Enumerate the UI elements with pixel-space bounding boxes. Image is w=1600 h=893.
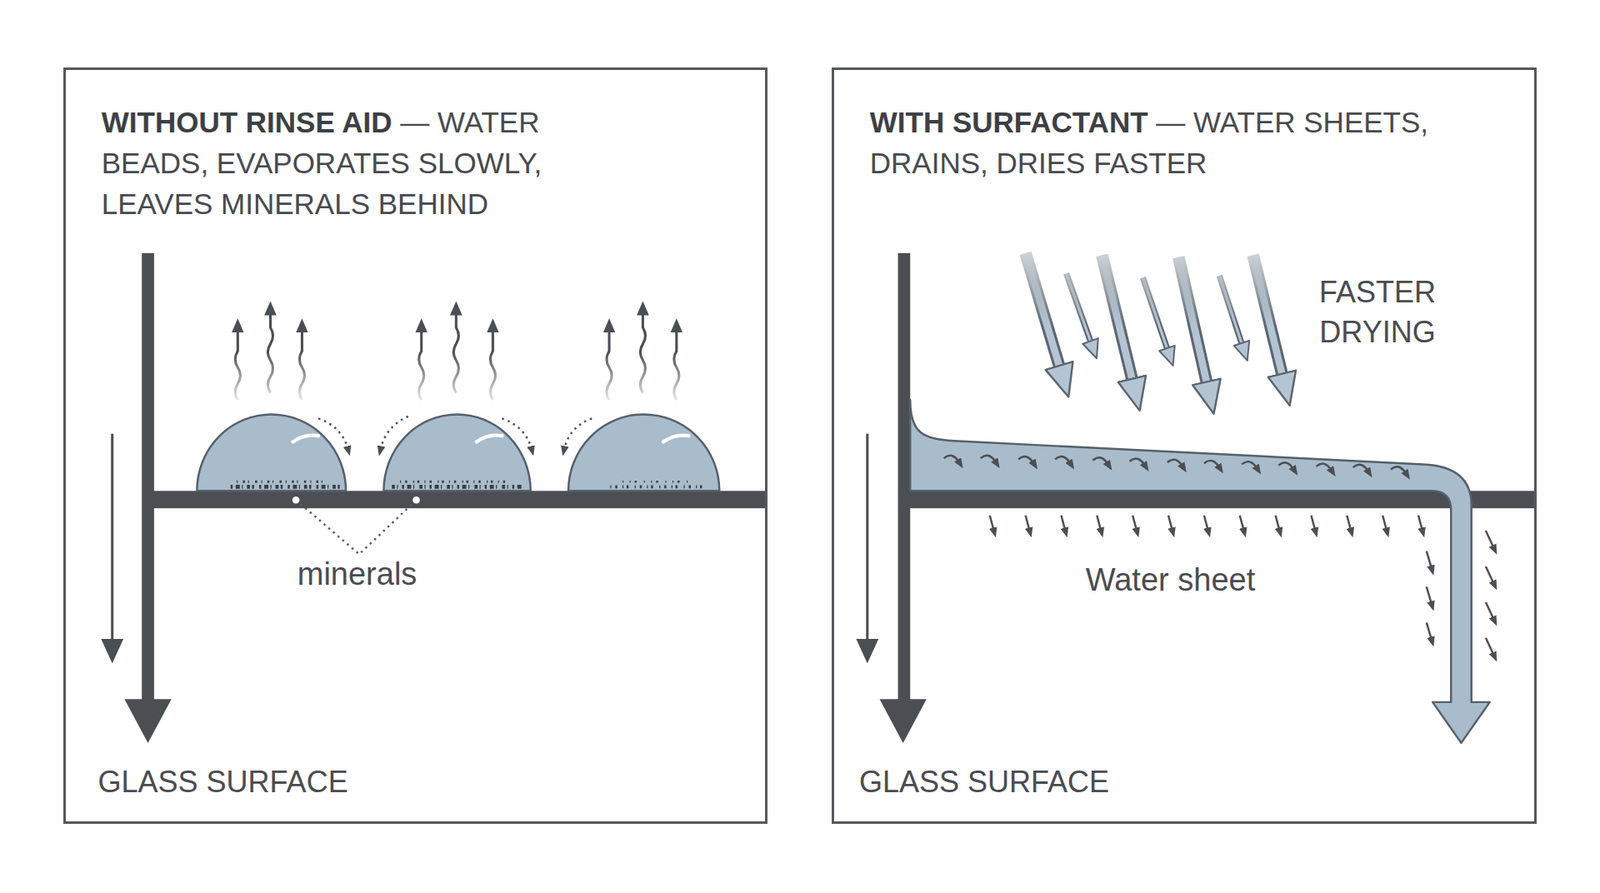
evaporation-arrow xyxy=(490,328,495,400)
panel-heading-block: WITH SURFACTANT— WATER SHEETS, DRAINS, D… xyxy=(870,101,1531,184)
water-bead xyxy=(568,414,720,491)
mineral-deposit xyxy=(622,480,695,483)
leader-dot xyxy=(412,496,420,505)
drying-arrow-outline xyxy=(1178,257,1209,390)
surface-label: GLASS SURFACE xyxy=(859,762,1110,803)
evaporation-arrow xyxy=(453,311,459,394)
glass-surface-bar xyxy=(148,490,768,509)
drying-arrow xyxy=(1178,257,1209,390)
drain-arrow xyxy=(1204,515,1209,531)
drain-arrow xyxy=(1485,638,1495,656)
residue-arrow xyxy=(318,418,349,450)
drain-arrow xyxy=(1426,551,1432,570)
mineral-deposit xyxy=(400,480,510,484)
annotation-label: FASTER DRYING xyxy=(1300,272,1455,353)
evaporation-arrow xyxy=(267,311,273,394)
drain-arrow xyxy=(1132,515,1137,531)
drying-arrow xyxy=(1253,255,1285,381)
drying-arrow xyxy=(1066,273,1093,345)
evaporation-arrow xyxy=(640,311,645,394)
panel-heading-block: WITHOUT RINSE AID— WATER BEADS, EVAPORAT… xyxy=(101,101,638,225)
evaporation-arrow xyxy=(235,328,240,400)
residue-arrow xyxy=(564,418,592,450)
gravity-arrow xyxy=(865,434,869,644)
annotation-label: minerals xyxy=(297,555,418,594)
flow-arrow xyxy=(1092,457,1108,465)
drain-arrow xyxy=(1275,515,1280,531)
drain-arrow xyxy=(1025,515,1030,531)
drain-arrow xyxy=(1310,515,1315,531)
drain-arrow xyxy=(1096,515,1101,531)
comparison-panel: WITHOUT RINSE AID— WATER BEADS, EVAPORAT… xyxy=(63,67,768,825)
glass-wall xyxy=(898,253,911,705)
flow-arrow xyxy=(1204,460,1220,468)
flow-arrow xyxy=(1130,458,1145,465)
drying-arrow xyxy=(1142,277,1169,352)
flow-arrow xyxy=(1018,456,1034,464)
drain-arrow xyxy=(1168,515,1173,531)
drying-arrow-outline xyxy=(1142,277,1169,352)
drain-arrow xyxy=(990,515,995,531)
drain-arrow xyxy=(1346,515,1351,531)
evaporation-arrow xyxy=(419,328,425,400)
flow-arrow xyxy=(980,455,996,463)
drying-arrow xyxy=(1025,253,1062,373)
mineral-deposit xyxy=(610,485,705,490)
drying-arrow-outline xyxy=(1219,275,1243,348)
mineral-deposit xyxy=(230,485,341,490)
gravity-arrow xyxy=(110,434,114,644)
annotation-label: Water sheet xyxy=(1085,560,1255,600)
drain-arrow xyxy=(1382,515,1387,531)
comparison-panel: WITH SURFACTANT— WATER SHEETS, DRAINS, D… xyxy=(831,67,1537,825)
surface-label: GLASS SURFACE xyxy=(98,762,349,803)
flow-arrow xyxy=(1278,462,1294,470)
bead-highlight xyxy=(663,435,690,443)
flow-arrow xyxy=(1316,464,1332,471)
drying-arrow-outline xyxy=(1066,273,1093,345)
glass-wall-arrowhead xyxy=(124,699,171,744)
leader-line xyxy=(295,500,416,555)
mineral-deposit xyxy=(391,485,523,490)
flow-arrows xyxy=(944,455,1495,656)
drying-arrow-outline xyxy=(1101,255,1134,386)
drying-arrow xyxy=(1101,255,1134,386)
bead-highlight xyxy=(292,435,319,443)
drying-arrow-outline xyxy=(1025,253,1062,373)
evaporation-arrow xyxy=(299,328,305,400)
drain-arrow xyxy=(1418,515,1423,531)
drain-arrow xyxy=(1426,622,1432,640)
drain-arrow xyxy=(1485,566,1495,585)
residue-arrow xyxy=(380,416,409,450)
drain-arrow xyxy=(1485,602,1495,620)
drain-arrow xyxy=(1426,586,1432,605)
flow-arrow xyxy=(1055,456,1070,464)
water-bead xyxy=(196,414,346,491)
panel-heading: WITH SURFACTANT xyxy=(870,105,1149,139)
flow-arrow xyxy=(1390,466,1406,474)
flow-arrow xyxy=(1241,461,1257,469)
panel-heading: WITHOUT RINSE AID xyxy=(101,105,393,139)
flow-arrow xyxy=(944,455,960,463)
water-sheet xyxy=(910,400,1490,744)
drying-arrow-outline xyxy=(1253,255,1285,381)
bead-highlight xyxy=(476,435,503,443)
glass-wall xyxy=(141,253,155,705)
residue-arrow xyxy=(501,418,532,450)
glass-wall-arrowhead xyxy=(880,699,927,744)
drain-arrow xyxy=(1485,530,1495,549)
drying-arrow xyxy=(1219,275,1243,348)
evaporation-arrow xyxy=(674,328,680,400)
drain-arrow xyxy=(1240,515,1245,531)
evaporation-arrow xyxy=(606,328,612,400)
flow-arrow xyxy=(1167,460,1183,467)
leader-dot xyxy=(292,496,300,505)
mineral-deposit xyxy=(236,480,325,484)
water-bead xyxy=(383,414,530,491)
flow-arrow xyxy=(1353,465,1369,472)
drain-arrow xyxy=(1060,515,1065,531)
